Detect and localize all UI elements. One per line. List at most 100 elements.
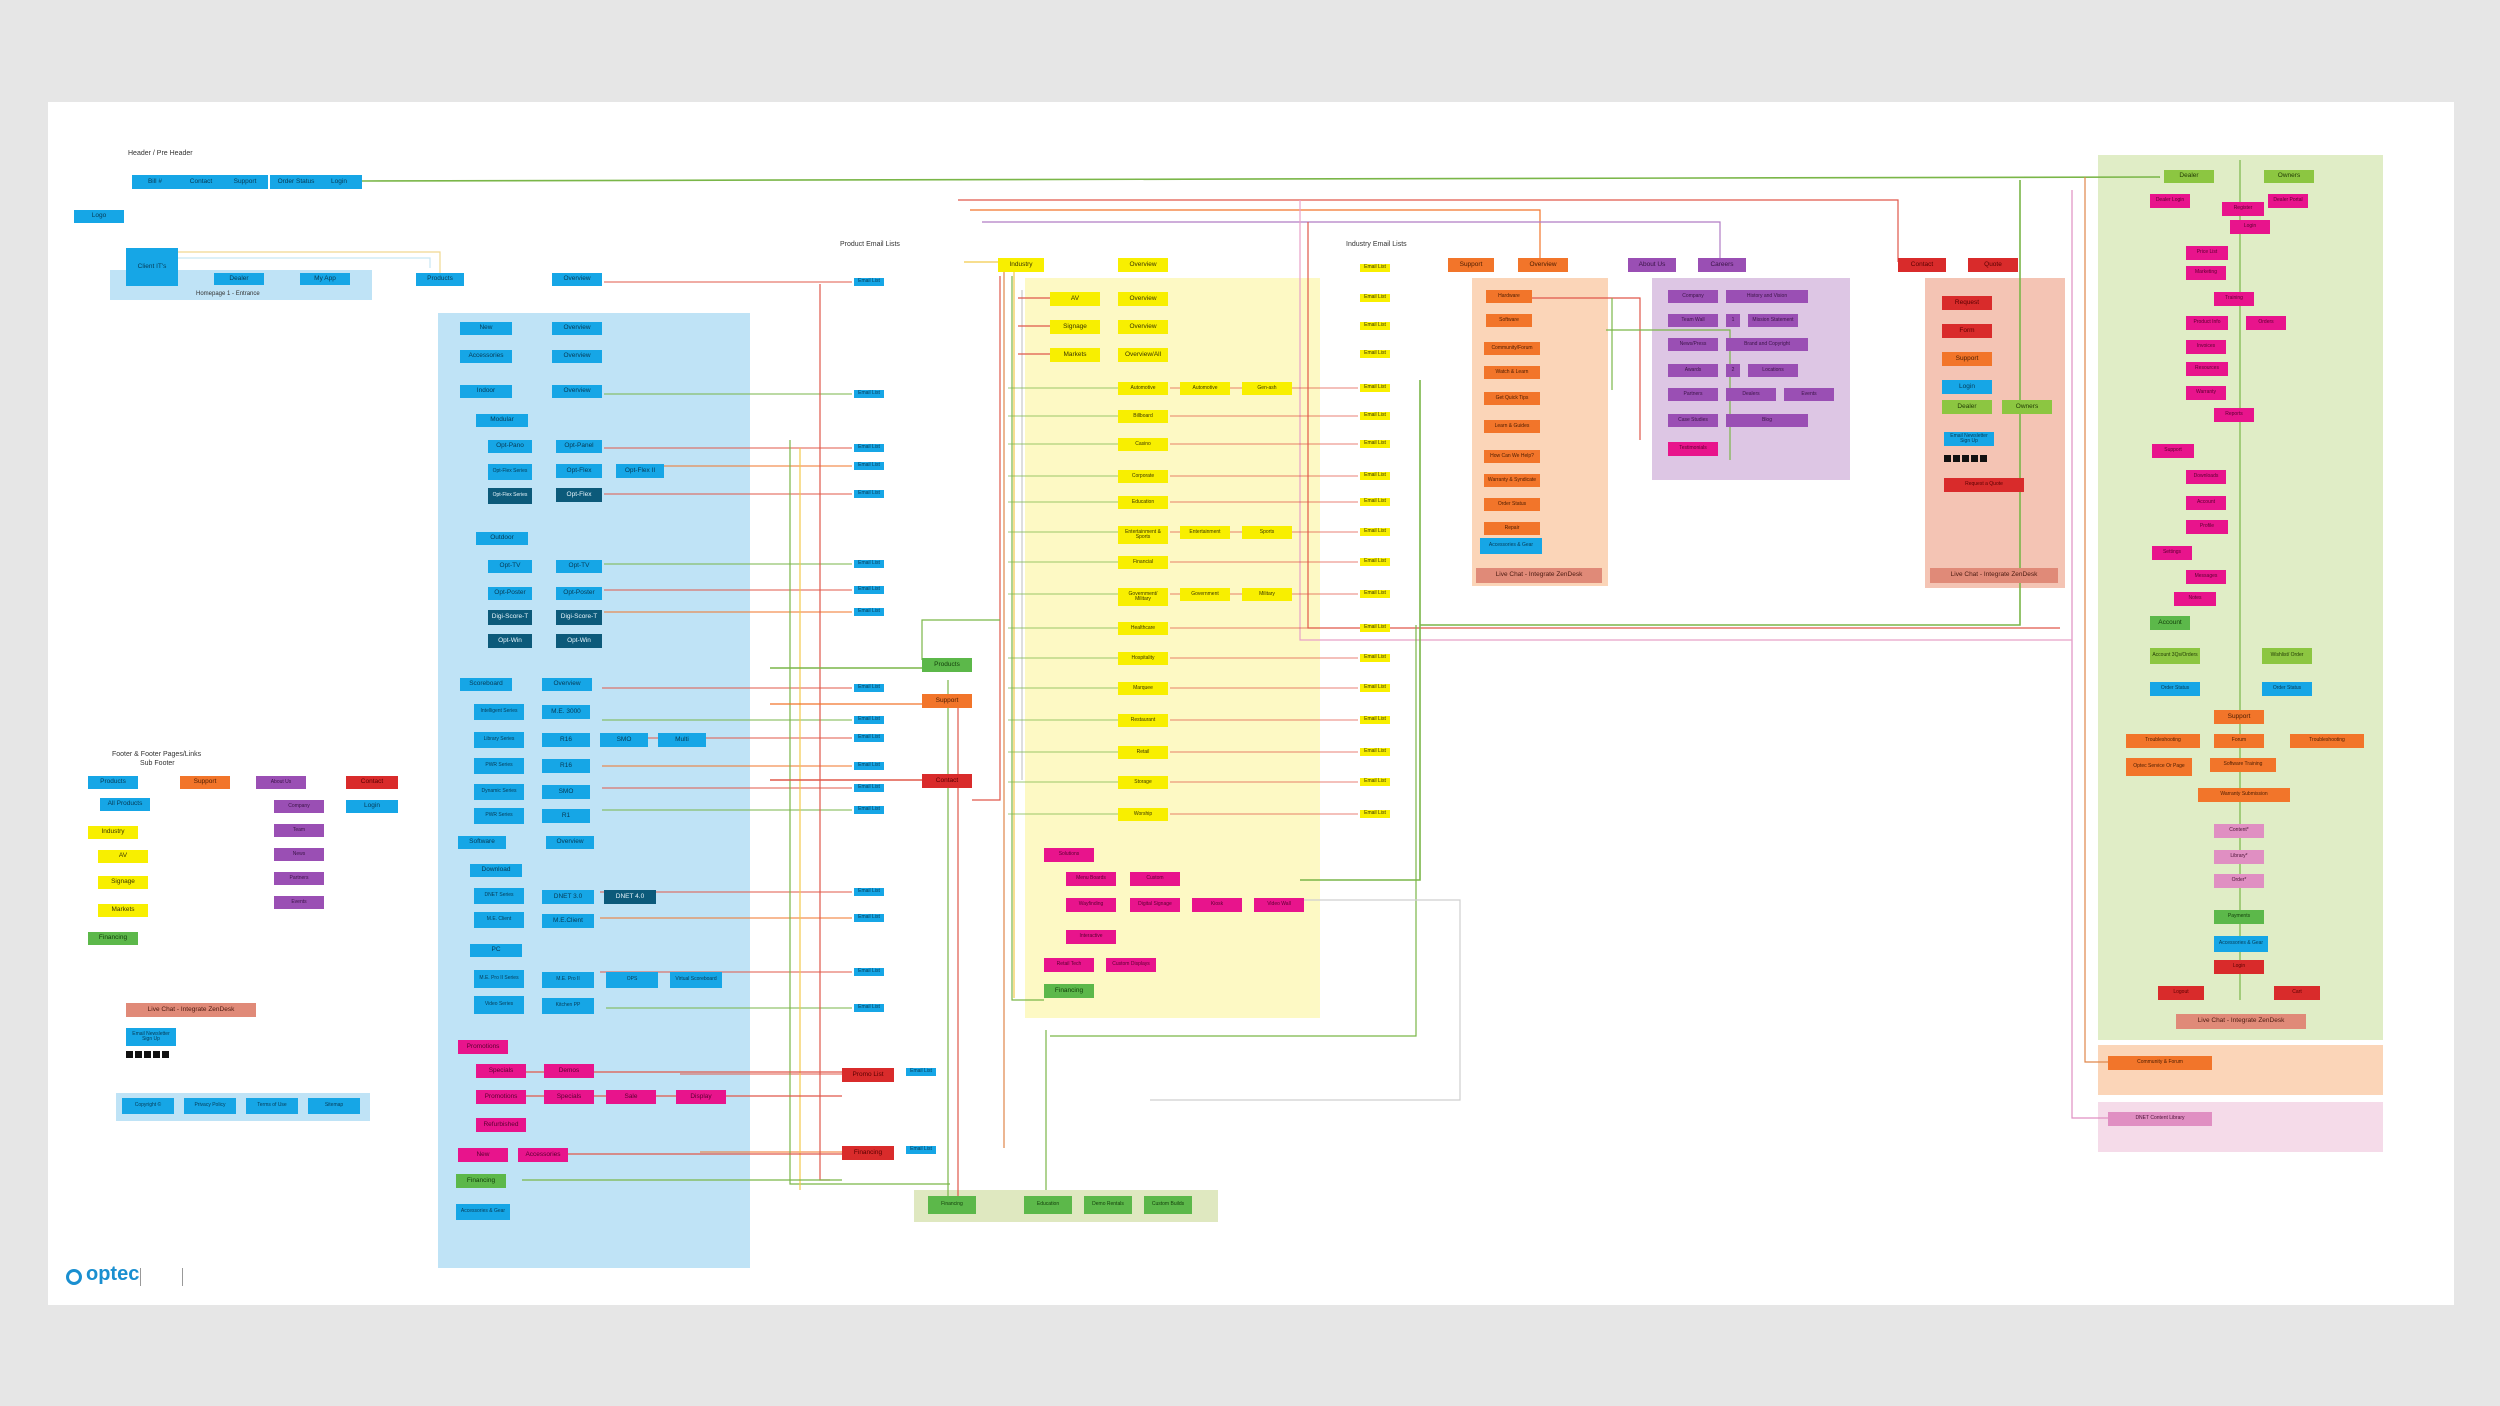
- dealer-pink-node: Dealer Portal: [2268, 194, 2308, 208]
- product-node: Dynamic Series: [474, 784, 524, 800]
- dealer-pink-node: Downloads: [2186, 470, 2226, 484]
- footer-purple-node: About Us: [256, 776, 306, 789]
- support-node: Hardware: [1486, 290, 1532, 303]
- about-node: Locations: [1748, 364, 1798, 377]
- dealer-pink-node: Reports: [2214, 408, 2254, 422]
- mid-node: Support: [922, 694, 972, 708]
- industry-email-chip: Email List: [1360, 716, 1390, 724]
- contact-node: Login: [1942, 380, 1992, 394]
- industry-email-chip: Email List: [1360, 472, 1390, 480]
- sub-footer-link: Privacy Policy: [184, 1098, 236, 1114]
- dealer-pink-node: Settings: [2152, 546, 2192, 560]
- product-email-chip: Email List: [854, 390, 884, 398]
- promo-node: Demos: [544, 1064, 594, 1078]
- industry-node: Military: [1242, 588, 1292, 601]
- footer-node: Products: [88, 776, 138, 789]
- industry-email-chip: Email List: [1360, 412, 1390, 420]
- bottom-bar-node: Demo Rentals: [1084, 1196, 1132, 1214]
- industry-email-chip: Email List: [1360, 528, 1390, 536]
- footer-purple-node: Events: [274, 896, 324, 909]
- social-icons: [126, 1051, 169, 1058]
- footer-purple-node: Company: [274, 800, 324, 813]
- industry-promo-node: Custom Displays: [1106, 958, 1156, 972]
- footer-node: Support: [180, 776, 230, 789]
- industry-node: AV: [1050, 292, 1100, 306]
- product-node: Outdoor: [476, 532, 528, 545]
- about-node: Company: [1668, 290, 1718, 303]
- contact-node: Form: [1942, 324, 1992, 338]
- product-node: Opt-Flex: [556, 488, 602, 502]
- product-node: R16: [542, 733, 590, 747]
- industry-node: Overview: [1118, 320, 1168, 334]
- product-node: Scoreboard: [460, 678, 512, 691]
- dealer-pink-node: Orders: [2246, 316, 2286, 330]
- header-title: Header / Pre Header: [128, 150, 193, 157]
- product-email-chip: Email List: [854, 586, 884, 594]
- dealer-pink-node: Login: [2230, 220, 2270, 234]
- about-node: Awards: [1668, 364, 1718, 377]
- footer-node: Industry: [88, 826, 138, 839]
- footer-purple-node: Partners: [274, 872, 324, 885]
- dealer-node: Account 3Qs/Orders: [2150, 648, 2200, 664]
- promo-node: Sale: [606, 1090, 656, 1104]
- industry-email-chip: Email List: [1360, 684, 1390, 692]
- header-nav-item: Bill #: [132, 175, 178, 189]
- product-node: Accessories: [460, 350, 512, 363]
- footer-node: Signage: [98, 876, 148, 889]
- dealer-node: Troubleshooting: [2126, 734, 2200, 748]
- sub-footer-link: Sitemap: [308, 1098, 360, 1114]
- support-node: Learn & Guides: [1484, 420, 1540, 433]
- footer-subtitle: Sub Footer: [140, 760, 175, 767]
- product-node: Video Series: [474, 996, 524, 1014]
- industry-financing-node: Financing: [1044, 984, 1094, 998]
- product-node: Opt-TV: [556, 560, 602, 573]
- support-node: Support: [1448, 258, 1494, 272]
- product-node: Overview: [546, 836, 594, 849]
- dealer-node: Dealer: [214, 273, 264, 285]
- dealer-node: Optec Service Or Page: [2126, 758, 2192, 776]
- promo-node: Promotions: [458, 1040, 508, 1054]
- contact-node: Quote: [1968, 258, 2018, 272]
- dealer-node: Software Training: [2210, 758, 2276, 772]
- about-node: History and Vision: [1726, 290, 1808, 303]
- product-node: New: [460, 322, 512, 335]
- dealer-pink-node: Profile: [2186, 520, 2228, 534]
- contact-node: Request a Quote: [1944, 478, 2024, 492]
- support-node: Community/Forum: [1484, 342, 1540, 355]
- social-icons: [1944, 455, 1987, 462]
- contact-node: Request: [1942, 296, 1992, 310]
- footer-purple-node: News: [274, 848, 324, 861]
- dealer-node: Wishlist/ Order: [2262, 648, 2312, 664]
- promo-node: Display: [676, 1090, 726, 1104]
- dealer-pink-node: Account: [2186, 496, 2226, 510]
- industry-email-chip: Email List: [1360, 294, 1390, 302]
- product-email-chip: Email List: [854, 462, 884, 470]
- industry-node: Healthcare: [1118, 622, 1168, 635]
- dealer-node: Dealer: [2164, 170, 2214, 183]
- industry-email-chip: Email List: [1360, 558, 1390, 566]
- industry-node: Markets: [1050, 348, 1100, 362]
- dealer-node: Support: [2214, 710, 2264, 724]
- industry-node: Overview: [1118, 258, 1168, 272]
- about-node: 2: [1726, 364, 1740, 377]
- support-node: Overview: [1518, 258, 1568, 272]
- about-node: Brand and Copyright: [1726, 338, 1808, 351]
- industry-node: Billboard: [1118, 410, 1168, 423]
- social-icon: [1962, 455, 1969, 462]
- promo-node: Accessories: [518, 1148, 568, 1162]
- contact-node: Owners: [2002, 400, 2052, 414]
- industry-node: Sports: [1242, 526, 1292, 539]
- about-node: Dealers: [1726, 388, 1776, 401]
- support-node: Accessories & Gear: [1480, 538, 1542, 554]
- industry-node: Casino: [1118, 438, 1168, 451]
- product-node: Overview: [552, 385, 602, 398]
- industry-email-chip: Email List: [1360, 654, 1390, 662]
- header-nav-item: Support: [222, 175, 268, 189]
- industry-node: Automotive: [1180, 382, 1230, 395]
- product-email-chip: Email List: [854, 888, 884, 896]
- dealer-pink-node: Warranty: [2186, 386, 2226, 400]
- community-node: Community & Forum: [2108, 1056, 2212, 1070]
- product-email-chip: Email List: [854, 1004, 884, 1012]
- optec-logo-icon: [66, 1269, 82, 1285]
- footer-purple-node: Team: [274, 824, 324, 837]
